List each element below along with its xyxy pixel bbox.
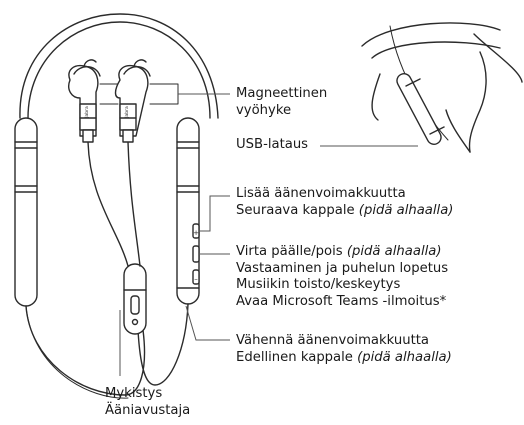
- usb-charging-label: USB-lataus: [236, 137, 308, 154]
- svg-text:–: –: [194, 275, 198, 283]
- mute-label: Mykistys Ääniavustaja: [105, 386, 190, 419]
- left-arm: [15, 118, 37, 306]
- left-earbud: [69, 60, 100, 142]
- magnetic-zone-label: Magneettinen vyöhyke: [236, 86, 327, 119]
- left-brand-mark: Jabra: [84, 106, 90, 119]
- leader-volume-up: [199, 196, 230, 231]
- neckband-outer: [20, 14, 218, 118]
- svg-text:+: +: [193, 229, 199, 237]
- power-label: Virta päälle/pois (pidä alhaalla) Vastaa…: [236, 244, 448, 310]
- usb-inset: [362, 23, 522, 152]
- volume-up-label: Lisää äänenvoimakkuutta Seuraava kappale…: [236, 186, 453, 219]
- power-button: [193, 246, 199, 262]
- leader-volume-down: [186, 306, 230, 340]
- magnet-zone-bracket: [150, 84, 178, 104]
- right-brand-mark: Jabra: [124, 106, 130, 119]
- volume-down-label: Vähennä äänenvoimakkuutta Edellinen kapp…: [236, 333, 452, 366]
- right-earbud: [116, 60, 151, 142]
- mute-button: [131, 296, 139, 314]
